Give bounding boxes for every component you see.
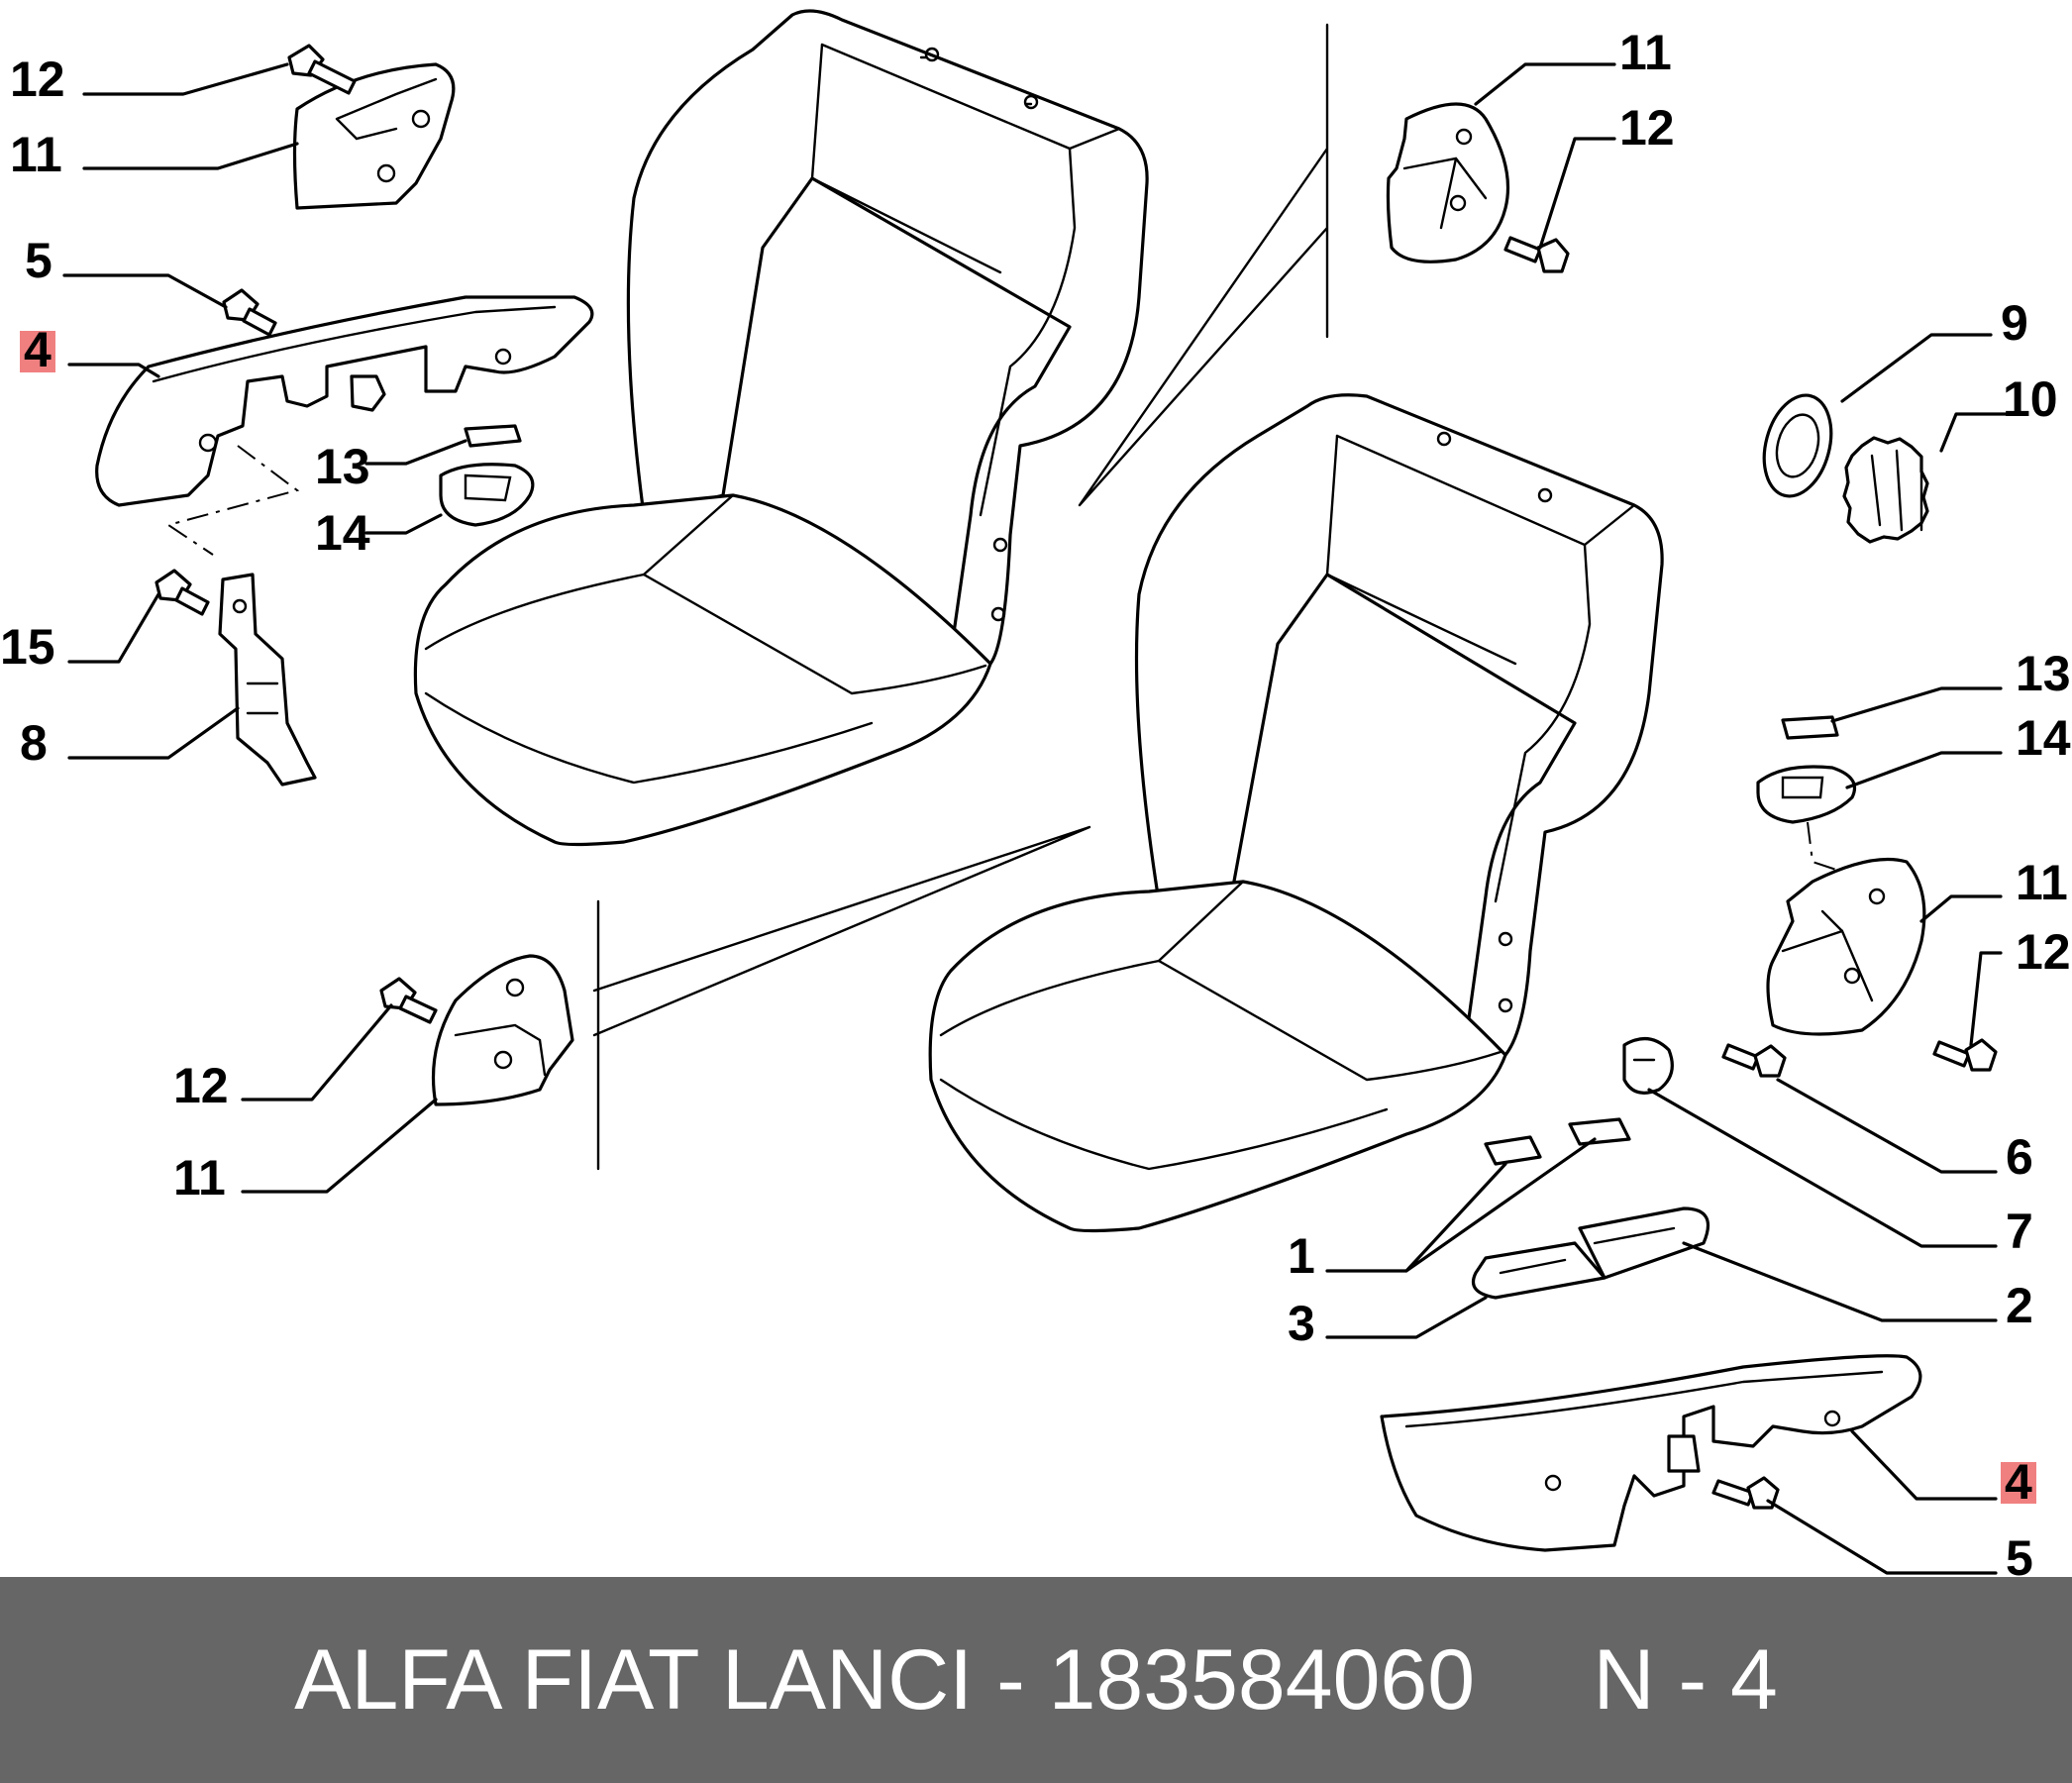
dash-line-tl	[165, 445, 300, 556]
part-11-cover-tl	[292, 62, 456, 210]
part-12-screw-r	[1932, 1038, 1998, 1072]
guide-line	[592, 23, 1329, 1171]
seat-upper	[413, 9, 1149, 847]
part-number-caption: ALFA FIAT LANCI - 183584060 N - 4	[294, 1632, 1778, 1728]
part-6-screw-r	[1721, 1043, 1787, 1078]
highlight-box-tl-4	[20, 331, 55, 372]
part-12-screw-bl	[379, 977, 438, 1024]
part-1-clip-a	[1484, 1135, 1542, 1166]
callout-tr-11: 11	[1619, 25, 1672, 80]
footer-bar: ALFA FIAT LANCI - 183584060 N - 4	[0, 1577, 2072, 1783]
seat-parts-diagram: 12 11 5 4 13 14 15 8 12 11 11 12 9 10 13…	[0, 9, 2071, 1577]
callout-b-3: 3	[1288, 1296, 1315, 1351]
part-5-screw-br	[1711, 1476, 1780, 1510]
callout-tl-11: 11	[10, 127, 62, 182]
leader-lines	[62, 62, 2013, 1575]
callout-tl-12: 12	[10, 52, 65, 107]
callout-br-5: 5	[2006, 1530, 2033, 1577]
part-10-knob	[1842, 436, 1929, 544]
callout-tl-15: 15	[0, 619, 55, 675]
callout-tr-12: 12	[1619, 100, 1675, 156]
part-9-cap	[1762, 393, 1833, 498]
part-2-lever	[1578, 1206, 1709, 1280]
callout-tl-8: 8	[20, 715, 48, 771]
part-14-knob-r	[1756, 765, 1857, 824]
part-4-trim-br	[1380, 1354, 1922, 1552]
part-15-screw-tl	[155, 569, 210, 616]
callout-tl-13: 13	[315, 439, 370, 494]
callout-tl-14: 14	[315, 505, 370, 561]
callout-b-1: 1	[1288, 1228, 1315, 1284]
callout-br-4: 4	[2005, 1454, 2032, 1510]
part-1-clip-b	[1568, 1117, 1631, 1146]
part-8-bracket-tl	[218, 573, 317, 787]
highlight-box-br-4	[2001, 1462, 2036, 1504]
part-7-nut	[1622, 1037, 1674, 1095]
callout-tl-4: 4	[24, 322, 52, 377]
part-4-trim-tl	[95, 295, 594, 507]
callout-r-9: 9	[2001, 295, 2028, 351]
callout-r-14: 14	[2016, 710, 2071, 766]
part-14-knob-tl	[439, 463, 535, 527]
part-5-screw-tl	[222, 288, 277, 337]
callout-r-6: 6	[2006, 1129, 2033, 1185]
callout-r-12: 12	[2016, 924, 2071, 980]
part-12-screw-tr	[1503, 236, 1570, 273]
callout-r-11: 11	[2016, 855, 2068, 910]
callout-r-13: 13	[2016, 646, 2071, 701]
callout-labels: 12 11 5 4 13 14 15 8 12 11 11 12 9 10 13…	[0, 25, 2071, 1577]
part-13-clip-tl	[464, 424, 522, 448]
callout-bl-12: 12	[173, 1058, 229, 1113]
part-12-screw-tl	[287, 44, 357, 95]
callout-r-2: 2	[2006, 1278, 2033, 1333]
dash-line-r	[1807, 821, 1843, 873]
part-3-lever	[1471, 1241, 1606, 1300]
callout-bl-11: 11	[173, 1150, 226, 1206]
part-11-cover-tr	[1386, 102, 1509, 263]
part-11-cover-bl	[431, 954, 574, 1106]
seat-lower	[928, 393, 1664, 1233]
part-13-clip-r	[1781, 715, 1839, 740]
callout-tl-5: 5	[25, 233, 52, 288]
part-11-cover-r	[1766, 857, 1926, 1036]
callout-r-10: 10	[2003, 371, 2058, 427]
callout-r-7: 7	[2006, 1204, 2033, 1259]
